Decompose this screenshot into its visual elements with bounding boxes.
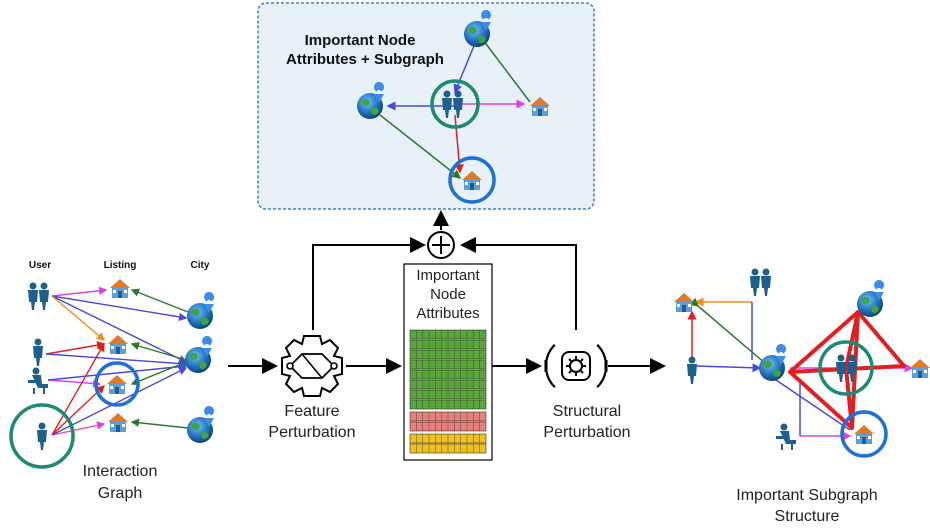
highlight-ring-green: [9, 403, 75, 469]
panel-title-line1: Important Node: [305, 32, 416, 49]
subgraph-edge: [769, 375, 851, 431]
subgraph-bold-path: [788, 310, 860, 430]
graph-edge: [47, 379, 102, 388]
graph-edge: [51, 385, 106, 436]
interaction-graph: User Listing City Interactio: [9, 260, 215, 502]
panel-edge: [471, 27, 531, 103]
house-icon: [108, 413, 128, 432]
globe-icon: [185, 336, 213, 373]
graph-edge: [130, 341, 187, 361]
user-icon: [687, 356, 697, 384]
flow-arrows: [228, 210, 666, 374]
attribute-rows: [409, 329, 487, 454]
user-icon: [775, 422, 797, 451]
interaction-graph-caption-line1: Interaction: [83, 463, 158, 480]
globe-icon: [759, 344, 787, 381]
subgraph-caption-line1: Important Subgraph: [736, 487, 877, 504]
structural-label-line2: Perturbation: [543, 424, 630, 441]
graph-edge: [51, 367, 188, 436]
highlight-ring-green: [430, 79, 480, 129]
graph-edge: [51, 295, 188, 363]
house-icon: [910, 359, 930, 378]
graph-edge: [45, 353, 188, 368]
graph-edge: [130, 288, 189, 313]
arrow-feature-to-combine: [312, 237, 426, 330]
feature-label-line2: Perturbation: [268, 424, 355, 441]
graph-edge: [130, 361, 187, 386]
globe-icon: [187, 292, 215, 329]
house-icon: [107, 375, 127, 394]
column-header-city: City: [191, 260, 210, 271]
user-icon: [750, 269, 771, 297]
gear-chip-icon: [544, 333, 608, 399]
column-header-user: User: [29, 260, 51, 271]
highlight-ring-blue: [448, 156, 496, 204]
attributes-label-line1: Important: [416, 267, 480, 284]
graph-edge: [51, 295, 106, 341]
globe-icon: [187, 406, 215, 443]
panel-edge: [379, 114, 462, 179]
attributes-label-line2: Node: [430, 286, 466, 303]
user-icon: [27, 366, 49, 395]
house-icon: [674, 293, 694, 312]
graph-edge: [130, 418, 189, 429]
globe-icon: [857, 280, 885, 317]
house-icon: [108, 335, 128, 354]
gear-network-icon: [281, 335, 343, 397]
important-subgraph-structure: Important Subgraph Structure: [674, 269, 930, 525]
graph-edge: [51, 421, 106, 436]
structural-perturbation: Structural Perturbation: [543, 333, 631, 441]
arrow-structural-to-combine: [460, 237, 577, 330]
interaction-graph-caption-line2: Graph: [98, 485, 142, 502]
feature-perturbation: Feature Perturbation: [268, 335, 356, 441]
subgraph-edge: [689, 297, 767, 365]
user-icon: [28, 283, 49, 311]
graph-edge: [47, 362, 188, 381]
feature-label-line1: Feature: [284, 403, 339, 420]
house-icon: [110, 279, 130, 298]
subgraph-caption-line2: Structure: [775, 508, 840, 525]
important-subgraph-panel: Important Node Attributes + Subgraph: [257, 2, 595, 210]
house-icon: [854, 425, 874, 444]
user-icon: [33, 338, 43, 366]
graph-edge: [51, 295, 188, 322]
highlight-ring-blue: [840, 410, 888, 458]
graph-edge: [51, 286, 108, 297]
graph-edge: [45, 341, 106, 355]
plus-circle-icon: [427, 231, 455, 259]
panel-title-line2: Attributes + Subgraph: [286, 51, 444, 68]
user-icon: [37, 422, 47, 450]
node-attributes-box: Important Node Attributes: [403, 263, 493, 461]
attributes-label-line3: Attributes: [416, 305, 479, 322]
highlight-ring-green: [818, 340, 874, 396]
subgraph-edge: [695, 363, 762, 373]
column-header-listing: Listing: [104, 260, 137, 271]
graph-edge: [51, 342, 105, 436]
highlight-ring-blue: [94, 361, 140, 407]
structural-label-line1: Structural: [553, 403, 621, 420]
